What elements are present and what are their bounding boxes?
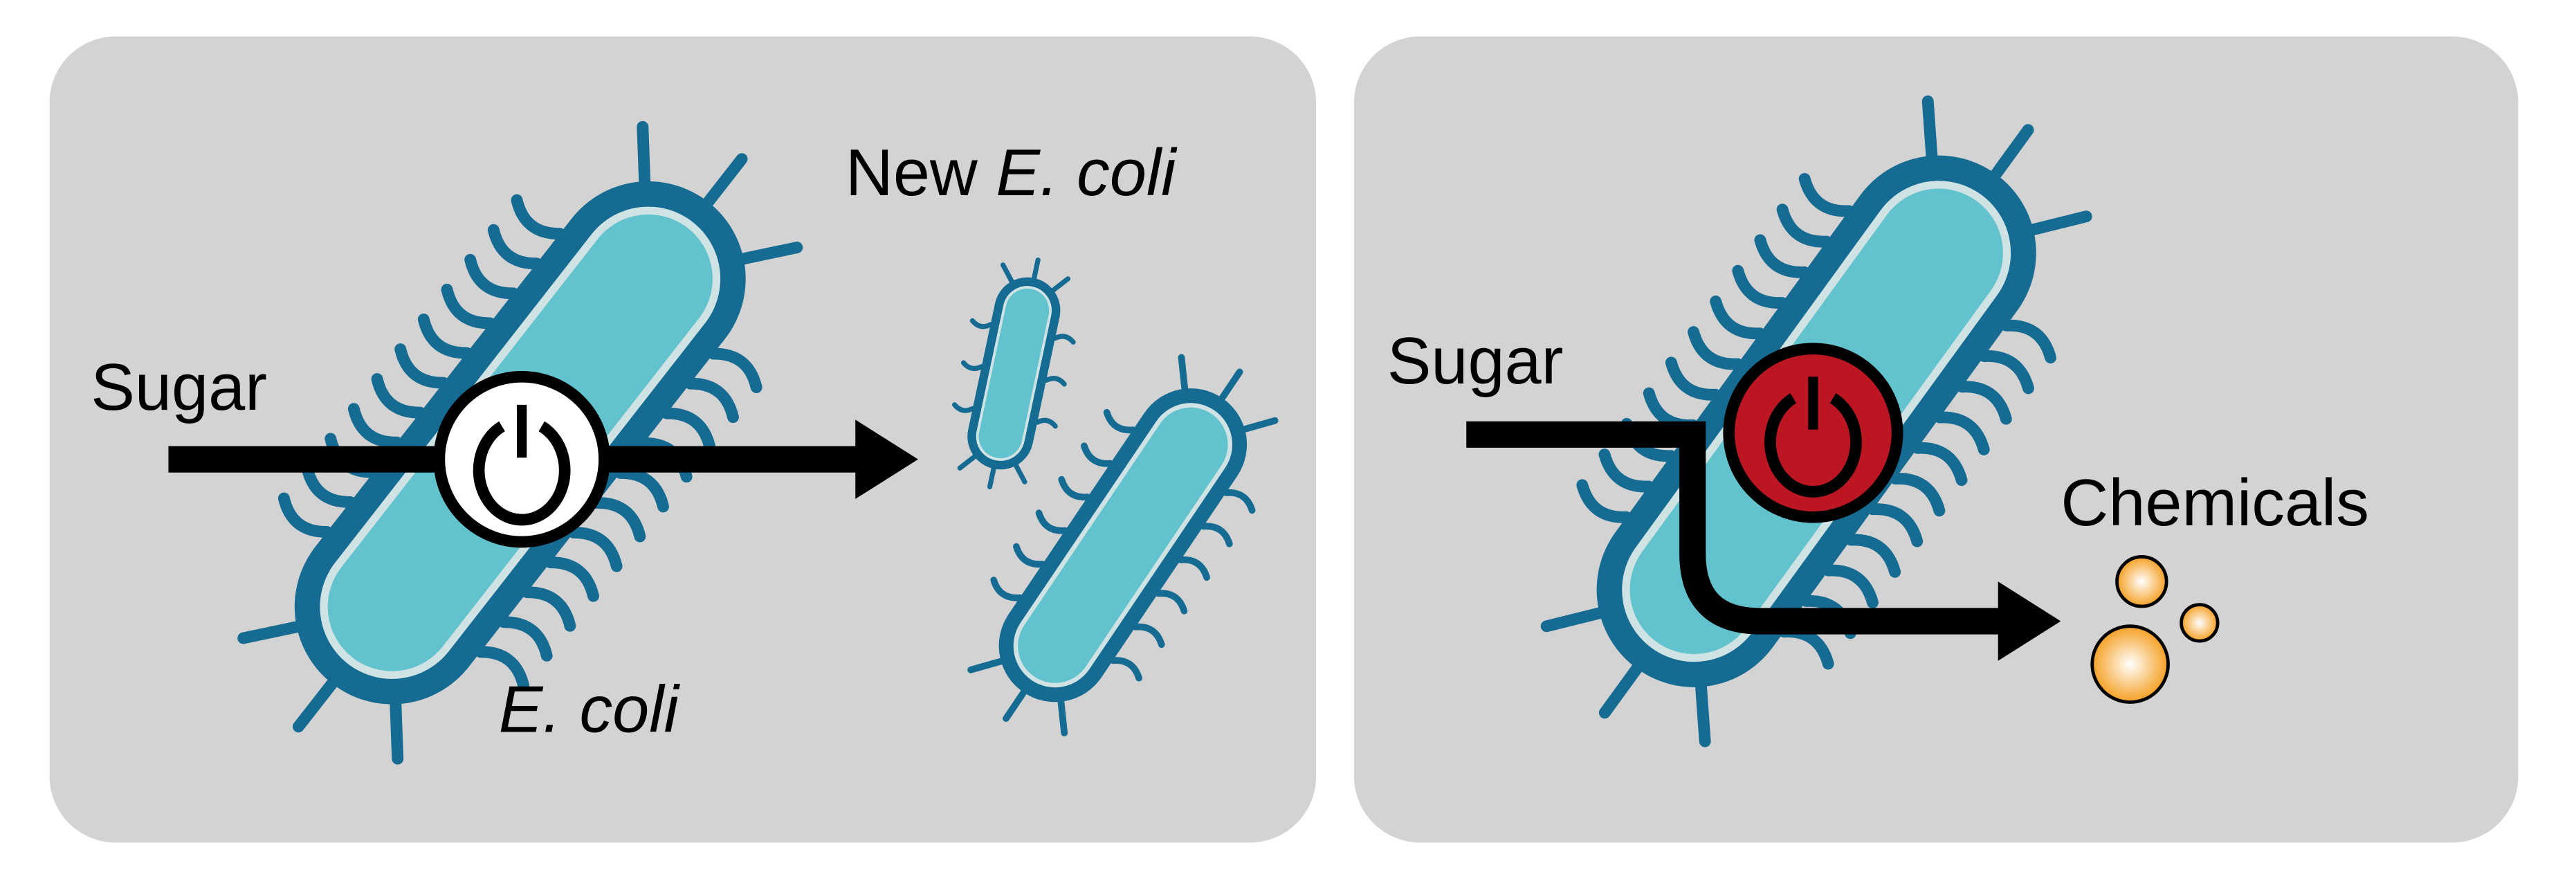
pilus [1057,698,1068,736]
pilus [1990,124,2034,181]
pilus [371,373,426,419]
pilus [1889,473,1946,517]
pilus [1050,276,1071,293]
pilus [1978,350,2034,395]
chemical-bubble [2090,624,2170,704]
pilus [1921,95,1938,162]
chemicals-label: Chemicals [2061,466,2369,540]
pilus [1823,564,1879,609]
pilus [301,462,356,508]
new-ecoli-label: New E. coli [846,136,1178,210]
cell-body [1018,407,1228,683]
pilus [1177,556,1211,581]
ecoli-label: E. coli [499,673,681,746]
ecoli-cell-daughter [967,354,1279,736]
pilus [441,283,496,329]
pilus [347,403,403,448]
chemical-bubble [2180,603,2220,643]
pilus [1933,411,1990,455]
pilus [1845,534,1901,578]
power-icon [1764,377,1862,498]
pilus [1688,326,1744,370]
pilus [567,527,623,572]
pilus [521,586,576,632]
power-switch-off[interactable] [1723,343,1903,523]
pilus [292,678,338,733]
pilus [1200,523,1233,547]
pilus [1058,475,1091,501]
cell-body [978,288,1050,459]
pilus [1052,334,1076,345]
pilus [969,318,994,329]
pilus [1178,354,1189,392]
pilus [1665,356,1721,401]
pilus [1241,417,1279,433]
pilus [1695,681,1711,747]
production-arrow [1466,421,2061,661]
sugar-label-right: Sugar [1387,325,1564,398]
pilus [511,194,566,240]
pilus [1012,543,1046,568]
sugar-label-left: Sugar [91,351,267,424]
pilus [960,360,985,372]
pilus [1132,623,1165,649]
pilus [390,698,404,765]
pilus [702,153,748,208]
pilus [952,402,976,413]
pilus [1081,442,1114,467]
pilus [1754,234,1811,278]
pilus [1109,657,1142,682]
ecoli-cell-daughter [952,257,1076,489]
pilus [394,343,450,389]
pilus [614,466,669,513]
pilus [1911,442,1968,487]
pilus [707,347,762,394]
pilus [2000,319,2057,364]
pilus [1956,381,2012,425]
power-switch-on[interactable] [433,370,610,548]
pilus [497,616,553,662]
pilus [1798,173,1855,217]
pilus [1776,203,1833,248]
pilus [990,577,1023,601]
pilus [637,120,651,188]
pilus [1598,448,1655,493]
pilus [474,646,529,691]
pilus [1540,607,1606,633]
pilus [967,658,1005,673]
pilus [1035,509,1069,534]
pilus [487,224,542,270]
pilus [1218,368,1243,401]
pilus [1598,662,1643,719]
pilus [1001,262,1014,284]
pilus [417,314,473,359]
pilus [544,556,599,602]
pilus [1003,689,1027,722]
pilus [237,621,303,644]
pilus [1013,463,1027,484]
pilus [1103,408,1137,434]
pilus [1732,264,1788,309]
pilus [1867,503,1924,547]
pilus [591,497,646,543]
pilus [464,253,520,300]
pilus [1043,376,1067,387]
pilus [684,377,739,424]
pilus [1032,257,1041,281]
pilus [987,466,996,489]
pilus [957,454,977,471]
power-icon [473,404,571,526]
pilus [1034,417,1058,429]
pilus [738,242,803,265]
pilus [277,492,333,538]
pilus [661,407,716,453]
chemical-bubble [2115,555,2168,608]
pilus [1576,479,1633,523]
pilus [1222,489,1256,514]
pilus [2027,210,2092,236]
pilus [1710,295,1766,340]
chemical-bubbles [2090,555,2220,704]
pilus [1154,590,1188,615]
